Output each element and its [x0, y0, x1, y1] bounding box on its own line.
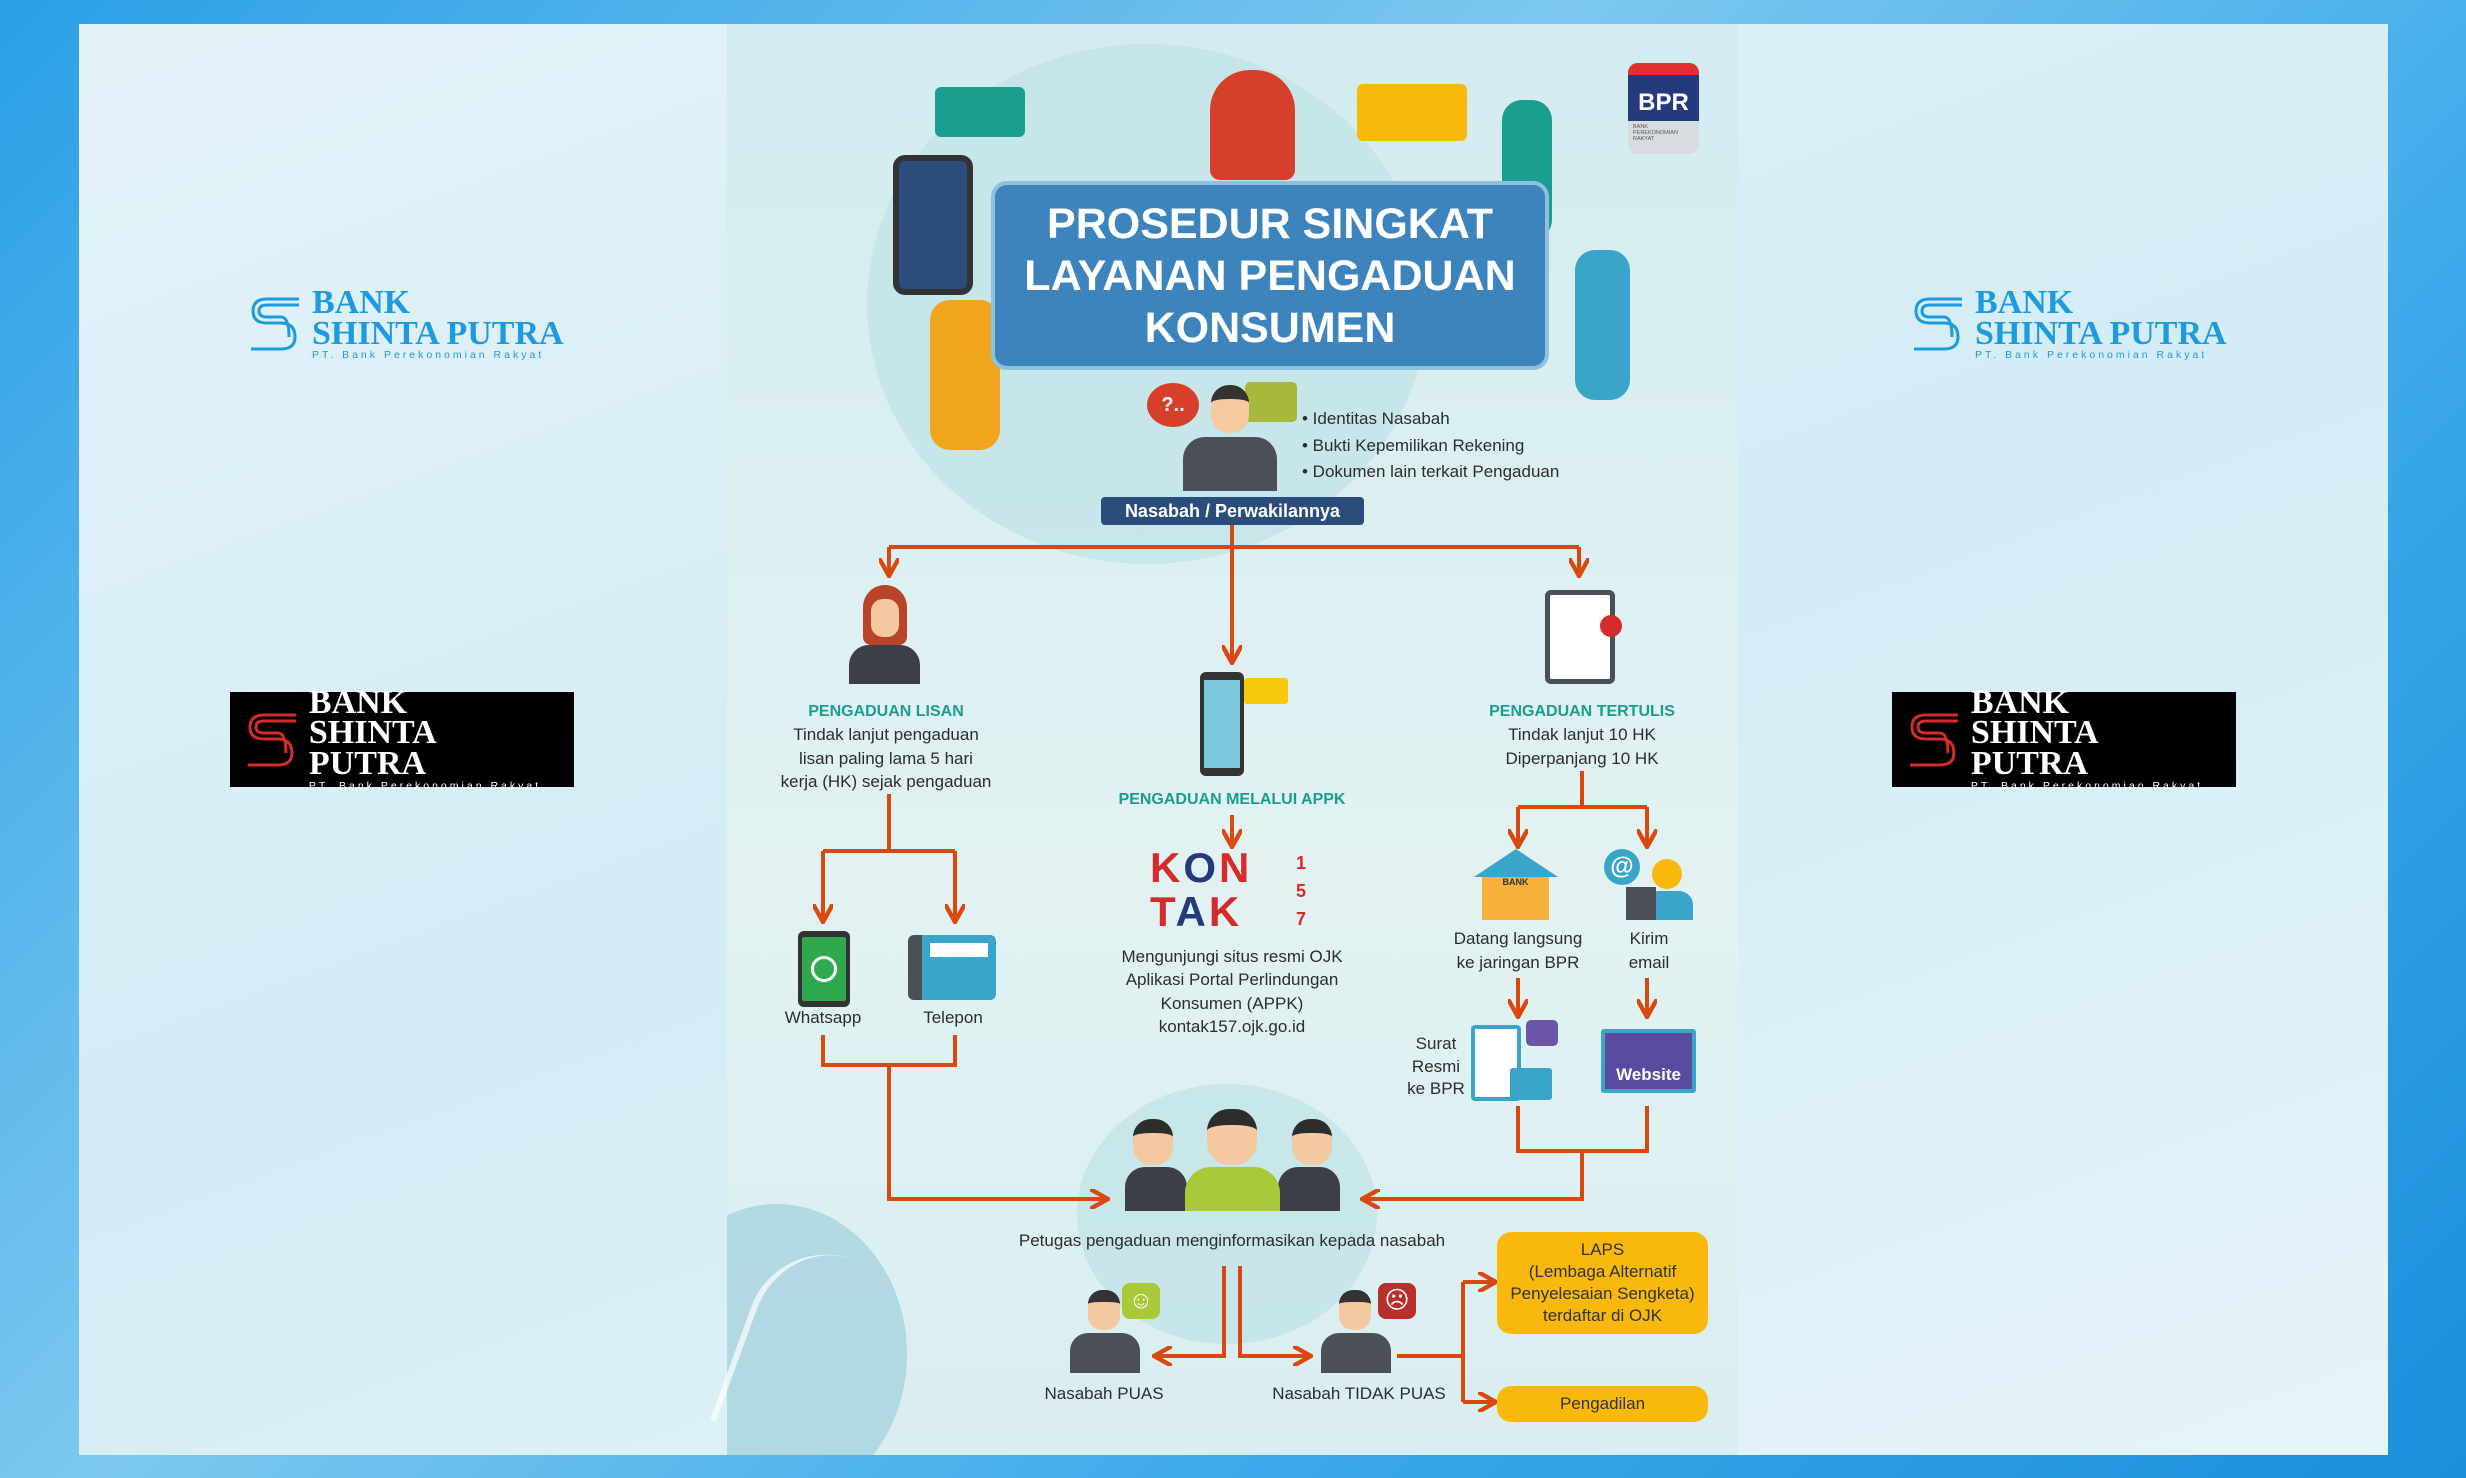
surat-label: Resmi	[1411, 1057, 1461, 1076]
chat-bubble-icon	[935, 87, 1025, 137]
logo-subtitle: PT. Bank Perekonomian Rakyat	[1975, 349, 2208, 362]
bpr-logo: BPR BANK PEREKONOMIAN RAKYAT	[1628, 63, 1699, 154]
tertulis-text: Tindak lanjut 10 HK	[1508, 725, 1656, 744]
lisan-text: lisan paling lama 5 hari	[799, 749, 973, 768]
sp-logo-icon	[1909, 713, 1958, 766]
appk-url: kontak157.ojk.go.id	[1158, 1017, 1306, 1036]
appk-text: Aplikasi Portal Perlindungan	[1125, 970, 1339, 989]
chat-icon	[1244, 678, 1288, 704]
sp-logo-icon	[247, 713, 296, 766]
unsatisfied-customer-icon	[1321, 1290, 1391, 1373]
mobile-support-icon	[1200, 672, 1244, 776]
appk-text: Konsumen (APPK)	[1160, 994, 1304, 1013]
person-laptop-icon	[930, 300, 1000, 450]
laps-line: terdaftar di OJK	[1542, 1306, 1663, 1325]
laps-line: Penyelesaian Sengketa)	[1510, 1284, 1695, 1303]
sp-logo-icon	[251, 297, 299, 351]
logo-line2: SHINTA PUTRA	[308, 714, 435, 783]
requirements-list: • Identitas Nasabah • Bukti Kepemilikan …	[1302, 406, 1559, 486]
title-line1: PROSEDUR SINGKAT	[1047, 199, 1493, 248]
logo-line1: BANK	[1970, 683, 2070, 721]
logo-line2: SHINTA PUTRA	[1970, 714, 2097, 783]
pengadilan-box: Pengadilan	[1497, 1386, 1708, 1422]
speech-bubble-icon	[1245, 382, 1297, 422]
question-bubble-icon: ?..	[1147, 383, 1199, 427]
requirement-item: • Bukti Kepemilikan Rekening	[1302, 435, 1525, 455]
complaint-officers-icon	[1125, 1109, 1340, 1211]
clipboard-icon	[1545, 590, 1622, 684]
logo-subtitle: PT. Bank Perekonomian Rakyat	[312, 349, 545, 362]
whatsapp-icon	[798, 931, 850, 1007]
operator-illustration-icon	[1210, 70, 1295, 180]
logo-subtitle: PT. Bank Perekonomian Rakyat	[308, 779, 542, 792]
bpr-mark: BPR	[1628, 63, 1699, 121]
laps-line: (Lembaga Alternatif	[1528, 1262, 1677, 1281]
actor-badge: Nasabah / Perwakilannya	[1101, 497, 1364, 525]
satisfied-customer-icon	[1070, 1290, 1140, 1373]
website-monitor-icon: Website	[1601, 1029, 1696, 1093]
telephone-icon	[908, 935, 996, 1000]
tertulis-text: Diperpanjang 10 HK	[1505, 749, 1659, 768]
surat-label: Surat	[1415, 1034, 1457, 1053]
pengadilan-label: Pengadilan	[1559, 1394, 1646, 1413]
requirement-item: • Dokumen lain terkait Pengaduan	[1302, 462, 1560, 481]
kirim-label: Kirim	[1629, 929, 1669, 948]
petugas-text: Petugas pengaduan menginformasikan kepad…	[1018, 1231, 1446, 1250]
bpr-subtitle: BANK PEREKONOMIAN RAKYAT	[1633, 124, 1678, 142]
message-icon	[1526, 1020, 1558, 1046]
nasabah-puas-label: Nasabah PUAS	[1044, 1384, 1164, 1403]
operator-woman-icon	[849, 585, 920, 684]
logo-subtitle: PT. Bank Perekonomian Rakyat	[1970, 779, 2204, 792]
title-line2: LAYANAN PENGADUAN	[1024, 251, 1516, 300]
lisan-heading: PENGADUAN LISAN	[808, 703, 964, 720]
lisan-text: Tindak lanjut pengaduan	[793, 725, 979, 744]
message-bubble-icon	[1357, 84, 1467, 141]
sad-face-icon: ☹	[1378, 1283, 1416, 1319]
envelope-icon	[1510, 1068, 1552, 1100]
happy-face-icon: ☺	[1122, 1283, 1160, 1319]
requirement-item: • Identitas Nasabah	[1302, 409, 1450, 428]
email-user-icon: @	[1604, 849, 1693, 920]
datang-label: Datang langsung	[1453, 929, 1583, 948]
sp-logo-icon	[1914, 297, 1962, 351]
logo-line2: SHINTA PUTRA	[1975, 314, 2227, 352]
tertulis-heading: PENGADUAN TERTULIS	[1489, 703, 1675, 720]
kirim-label: email	[1628, 953, 1670, 972]
logo-line1: BANK	[312, 284, 411, 321]
logo-line1: BANK	[1975, 284, 2074, 321]
surat-label: ke BPR	[1407, 1079, 1465, 1098]
phone-illustration-icon	[893, 155, 973, 295]
title-box: PROSEDUR SINGKAT LAYANAN PENGADUAN KONSU…	[991, 181, 1549, 370]
laps-box: LAPS (Lembaga Alternatif Penyelesaian Se…	[1497, 1232, 1708, 1334]
laps-line: LAPS	[1580, 1240, 1625, 1259]
datang-label: ke jaringan BPR	[1456, 953, 1580, 972]
telepon-label: Telepon	[923, 1008, 983, 1027]
whatsapp-label: Whatsapp	[784, 1008, 862, 1027]
customer-avatar-icon	[1183, 385, 1277, 491]
appk-text: Mengunjungi situs resmi OJK	[1121, 947, 1343, 966]
title-line3: KONSUMEN	[1144, 303, 1396, 352]
bank-sign: BANK	[1482, 877, 1549, 920]
bank-building-icon: BANK	[1474, 849, 1558, 920]
logo-line1: BANK	[308, 683, 408, 721]
person-standing-icon	[1575, 250, 1630, 400]
lisan-text: kerja (HK) sejak pengaduan	[780, 772, 992, 791]
logo-line2: SHINTA PUTRA	[312, 314, 564, 352]
nasabah-tidak-puas-label: Nasabah TIDAK PUAS	[1272, 1384, 1446, 1403]
appk-heading: PENGADUAN MELALUI APPK	[1118, 791, 1346, 808]
